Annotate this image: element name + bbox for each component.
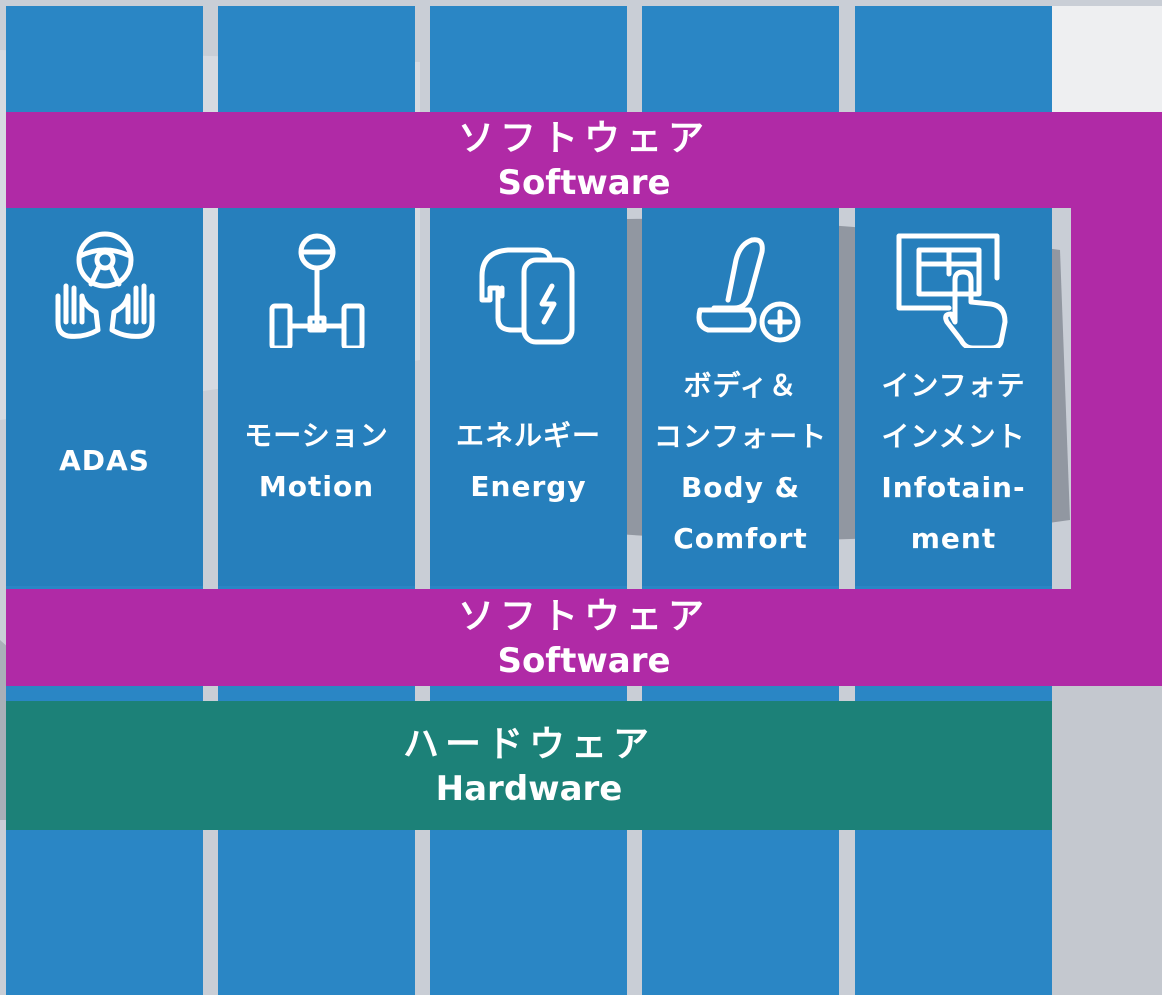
- steering-wheel-hands-icon: [55, 231, 155, 339]
- domain-body-comfort-line-3: Body &: [680, 471, 801, 504]
- software-top-en-label: Software: [497, 163, 671, 203]
- domain-motion-line-2: Motion: [258, 470, 375, 503]
- domain-energy-label: エネルギー Energy: [430, 410, 627, 512]
- software-band-top: ソフトウェア Software: [6, 112, 1162, 208]
- domain-adas-line-1: ADAS: [59, 444, 150, 477]
- domain-infotainment-line-4: ment: [910, 522, 997, 555]
- hardware-jp-label: ハードウェア: [402, 723, 655, 765]
- domain-body-comfort-line-4: Comfort: [673, 522, 808, 555]
- touch-screen-icon: [896, 233, 1008, 348]
- domain-energy-line-2: Energy: [470, 470, 587, 503]
- domain-energy-line-1: エネルギー: [455, 419, 601, 452]
- domain-energy: エネルギー Energy: [430, 208, 627, 589]
- domain-body-comfort-line-2: コンフォート: [653, 420, 828, 453]
- software-bottom-jp-label: ソフトウェア: [457, 595, 710, 637]
- domain-motion: モーション Motion: [218, 208, 415, 589]
- car-seat-plus-icon: [696, 237, 801, 343]
- software-bottom-en-label: Software: [497, 640, 671, 681]
- domain-body-comfort-line-1: ボディ＆: [683, 369, 798, 402]
- domain-adas-label: ADAS: [6, 435, 203, 486]
- domain-infotainment-line-2: インメント: [881, 420, 1026, 453]
- software-top-jp-label: ソフトウェア: [457, 118, 710, 159]
- domain-motion-label: モーション Motion: [218, 410, 415, 512]
- charging-station-icon: [479, 247, 575, 345]
- domain-body-comfort: ボディ＆ コンフォート Body & Comfort: [642, 208, 839, 589]
- hardware-band: ハードウェア Hardware: [6, 701, 1052, 830]
- domain-infotainment-label: インフォテ インメント Infotain- ment: [855, 360, 1052, 564]
- domain-body-comfort-label: ボディ＆ コンフォート Body & Comfort: [642, 360, 839, 564]
- chassis-steering-icon: [269, 233, 365, 348]
- domain-infotainment-line-1: インフォテ: [881, 369, 1026, 402]
- software-band-bottom: ソフトウェア Software: [6, 589, 1162, 686]
- domain-infotainment: インフォテ インメント Infotain- ment: [855, 208, 1052, 589]
- domain-infotainment-line-3: Infotain-: [881, 471, 1026, 504]
- domain-motion-line-1: モーション: [244, 419, 389, 452]
- domain-adas: ADAS: [6, 208, 203, 589]
- hardware-en-label: Hardware: [435, 768, 623, 809]
